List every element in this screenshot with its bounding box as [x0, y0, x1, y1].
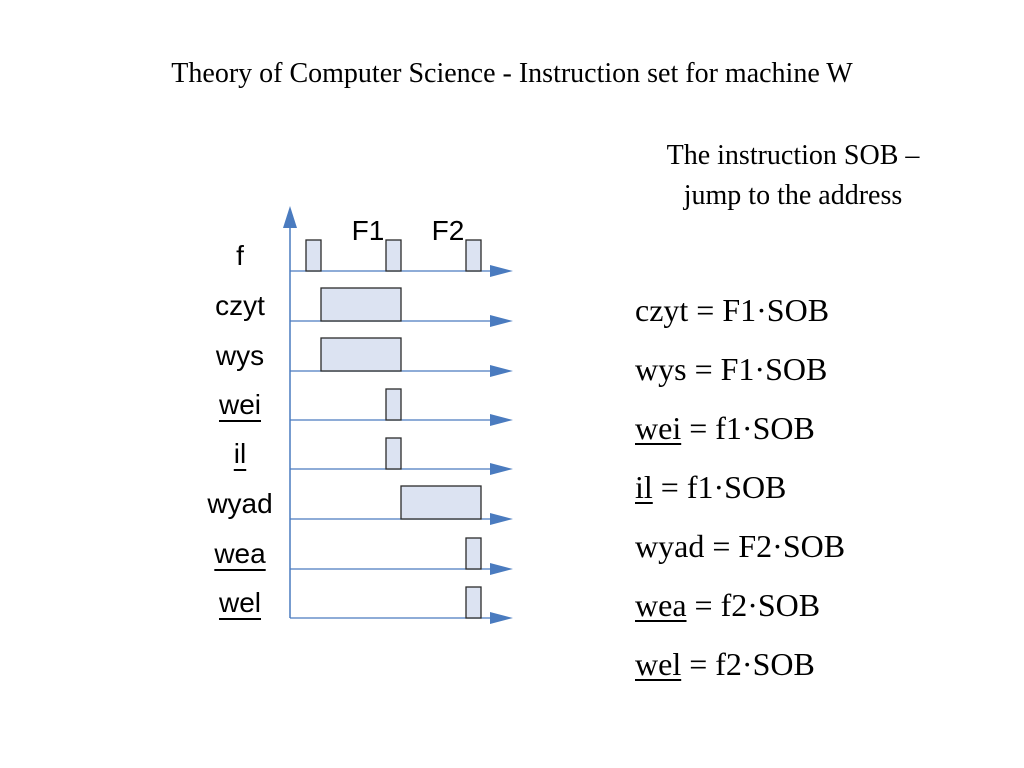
signal-arrow-icon-wyad	[490, 513, 513, 525]
signal-pulse-wea-1	[465, 537, 482, 570]
equation-expression: = f1·SOB	[652, 469, 787, 505]
equation-wys: wys = F1·SOB	[635, 347, 845, 406]
phase-label-f2: F2	[432, 215, 465, 246]
slide-title: Theory of Computer Science - Instruction…	[171, 58, 853, 89]
signal-label-wel: wel	[218, 587, 261, 618]
signal-arrow-icon-wel	[490, 612, 513, 624]
equation-wyad: wyad = F2·SOB	[635, 524, 845, 583]
slide-subtitle: The instruction SOB – jump to the addres…	[600, 136, 986, 216]
signal-label-wei: wei	[218, 389, 261, 420]
phase-label-f1: F1	[352, 215, 385, 246]
signal-arrow-icon-wys	[490, 365, 513, 377]
signal-label-wyad: wyad	[206, 488, 272, 519]
signal-arrow-icon-f	[490, 265, 513, 277]
signal-label-il: il	[234, 438, 246, 469]
signal-pulse-f-3	[465, 239, 482, 272]
signal-label-wea: wea	[213, 538, 266, 569]
equation-signal-name: wei	[635, 410, 682, 446]
signal-pulse-wyad-1	[400, 485, 482, 520]
signal-label-czyt: czyt	[215, 290, 265, 321]
subtitle-line-1: The instruction SOB –	[666, 140, 920, 171]
equation-il: il = f1·SOB	[635, 465, 845, 524]
equation-expression: = F1·SOB	[688, 292, 830, 328]
signal-pulse-f-2	[385, 239, 402, 272]
equation-signal-name: czyt	[635, 292, 689, 328]
signal-pulse-czyt-1	[320, 287, 402, 322]
equation-expression: = f2·SOB	[686, 587, 821, 623]
signal-arrow-icon-czyt	[490, 315, 513, 327]
signal-pulse-wei-1	[385, 388, 402, 421]
signal-pulse-il-1	[385, 437, 402, 470]
equation-expression: = F2·SOB	[704, 528, 846, 564]
equation-expression: = f1·SOB	[681, 410, 815, 446]
equation-signal-name: wel	[635, 646, 682, 682]
subtitle-line-2: jump to the address	[683, 180, 903, 211]
signal-pulse-wys-1	[320, 337, 402, 372]
signal-label-f: f	[236, 240, 244, 271]
equation-expression: = F1·SOB	[686, 351, 828, 387]
axis-arrow-up-icon	[283, 206, 297, 228]
signal-pulse-wel-1	[465, 586, 482, 619]
equation-signal-name: wyad	[635, 528, 705, 564]
equation-signal-name: il	[635, 469, 653, 505]
signal-arrow-icon-il	[490, 463, 513, 475]
equation-czyt: czyt = F1·SOB	[635, 288, 845, 347]
equation-wel: wel = f2·SOB	[635, 642, 845, 701]
signal-arrow-icon-wei	[490, 414, 513, 426]
equation-expression: = f2·SOB	[681, 646, 815, 682]
signal-arrow-icon-wea	[490, 563, 513, 575]
signal-label-wys: wys	[215, 340, 264, 371]
equation-signal-name: wea	[635, 587, 687, 623]
equation-signal-name: wys	[635, 351, 687, 387]
signal-pulse-f-1	[305, 239, 322, 272]
equation-wei: wei = f1·SOB	[635, 406, 845, 465]
equation-wea: wea = f2·SOB	[635, 583, 845, 642]
